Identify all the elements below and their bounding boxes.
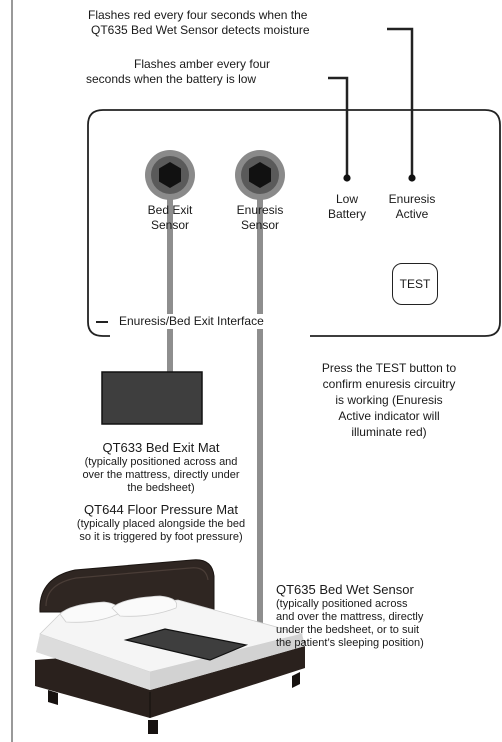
interface-panel-outline-left: [87, 109, 110, 337]
battery-led-callout-line2: seconds when the battery is low: [86, 72, 257, 86]
bed-wet-sensor-desc-line: (typically positioned across: [276, 598, 408, 610]
bed-exit-port-label-line1: Bed Exit: [147, 203, 193, 217]
bed-exit-port-label-line2: Sensor: [150, 218, 190, 232]
bed-illustration: [35, 559, 305, 734]
bed-wet-sensor-label: QT635 Bed Wet Sensor (typically position…: [276, 582, 424, 650]
bed-exit-mat-desc-line: the bedsheet): [127, 482, 195, 494]
bed-exit-port-label: Bed Exit Sensor: [132, 203, 208, 233]
enuresis-port[interactable]: [235, 150, 285, 200]
bed-exit-port[interactable]: [145, 150, 195, 200]
bed-exit-mat-desc-line: over the mattress, directly under: [82, 469, 240, 481]
bed-exit-mat-label: QT633 Bed Exit Mat (typically positioned…: [52, 440, 270, 495]
enuresis-cable: [243, 178, 263, 673]
low-battery-led: [343, 174, 351, 182]
test-note-line: Press the TEST button to: [321, 361, 457, 375]
low-battery-label-line1: Low: [335, 192, 358, 206]
test-note-line: illuminate red): [351, 425, 427, 439]
floor-mat-desc-line: (typically placed alongside the bed: [76, 518, 246, 530]
enuresis-active-label-line1: Enuresis: [388, 192, 436, 206]
enuresis-active-led: [408, 174, 416, 182]
bed-exit-mat-title: QT633 Bed Exit Mat: [102, 440, 220, 455]
bed-exit-mat-desc-line: (typically positioned across and: [84, 456, 238, 468]
bed-wet-sensor-desc-line: under the bedsheet, or to suit: [276, 624, 420, 636]
floor-mat-desc-line: so it is triggered by foot pressure): [79, 531, 243, 543]
panel-title-dash: [96, 321, 108, 323]
battery-led-callout-line1: Flashes amber every four: [134, 57, 271, 71]
enuresis-led-callout-line2: QT635 Bed Wet Sensor detects moisture: [91, 23, 310, 37]
interface-panel-outline: [103, 109, 501, 337]
test-note-line: confirm enuresis circuitry: [322, 377, 456, 391]
enuresis-port-label-line2: Sensor: [240, 218, 280, 232]
test-note-line: Active indicator will: [338, 409, 440, 423]
test-note: Press the TEST button to confirm enuresi…: [300, 360, 478, 440]
bed-wet-sensor-title: QT635 Bed Wet Sensor: [276, 582, 414, 597]
enuresis-led-callout-line1: Flashes red every four seconds when the: [88, 8, 308, 22]
floor-mat-label: QT644 Floor Pressure Mat (typically plac…: [52, 502, 270, 544]
low-battery-label-line2: Battery: [327, 207, 366, 221]
test-button[interactable]: TEST: [392, 263, 438, 305]
enuresis-port-label: Enuresis Sensor: [222, 203, 298, 233]
enuresis-port-label-line1: Enuresis: [236, 203, 284, 217]
enuresis-led-leader: [387, 27, 414, 176]
floor-mat-title: QT644 Floor Pressure Mat: [84, 502, 238, 517]
bed-exit-mat: [101, 371, 203, 425]
enuresis-active-label-line2: Active: [395, 207, 429, 221]
bed-wet-sensor-desc-line: the patient’s sleeping position): [276, 637, 424, 649]
battery-led-leader: [328, 76, 349, 176]
low-battery-label: Low Battery: [317, 192, 377, 222]
interface-panel-title: Enuresis/Bed Exit Interface: [116, 314, 267, 329]
enuresis-active-label: Enuresis Active: [377, 192, 447, 222]
bed-wet-sensor-desc-line: and over the mattress, directly: [276, 611, 424, 623]
test-note-line: is working (Enuresis: [335, 393, 443, 407]
